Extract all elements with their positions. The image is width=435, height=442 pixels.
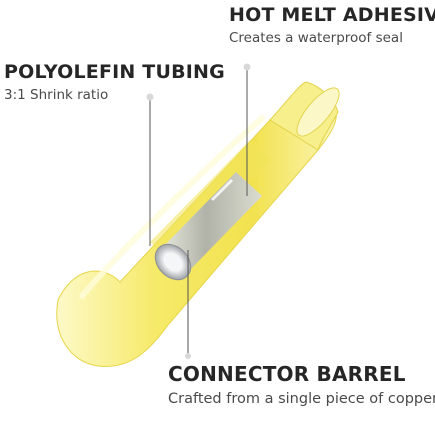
hot-melt-subtitle: Creates a waterproof seal [229, 30, 403, 46]
hot-melt-leader-dot [243, 63, 251, 71]
barrel-leader-dot [185, 353, 191, 359]
barrel-title: CONNECTOR BARREL [168, 362, 406, 386]
connector-barrel [154, 172, 262, 281]
polyolefin-title: POLYOLEFIN TUBING [4, 61, 225, 83]
barrel-callout: CONNECTOR BARREL Crafted from a single p… [168, 363, 435, 408]
polyolefin-callout: POLYOLEFIN TUBING 3:1 Shrink ratio [4, 61, 225, 104]
barrel-subtitle: Crafted from a single piece of copper [168, 391, 435, 407]
leader-lines [146, 63, 251, 359]
hot-melt-callout: HOT MELT ADHESIVE Creates a waterproof s… [229, 4, 435, 47]
polyolefin-subtitle: 3:1 Shrink ratio [4, 87, 109, 103]
polyolefin-leader-dot [146, 93, 154, 101]
hot-melt-title: HOT MELT ADHESIVE [229, 4, 435, 26]
